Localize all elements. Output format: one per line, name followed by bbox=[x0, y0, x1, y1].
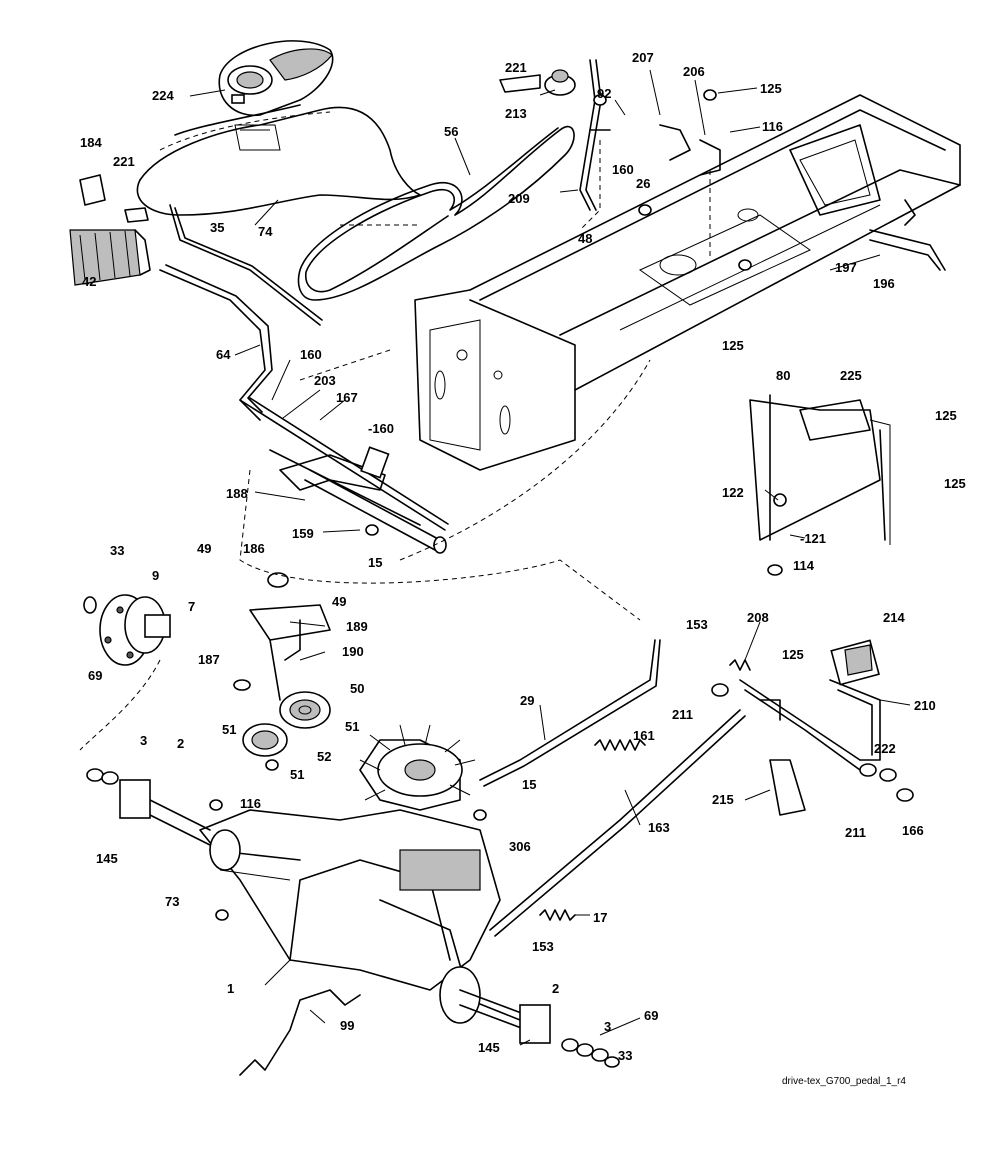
callout-207: 207 bbox=[632, 50, 654, 65]
callout-48: 48 bbox=[578, 231, 592, 246]
callout-69: 69 bbox=[644, 1008, 658, 1023]
callout-125: 125 bbox=[722, 338, 744, 353]
callout-42: 42 bbox=[82, 274, 96, 289]
callout-35: 35 bbox=[210, 220, 224, 235]
callout-187: 187 bbox=[198, 652, 220, 667]
callout-221: 221 bbox=[505, 60, 527, 75]
callout-52: 52 bbox=[317, 749, 331, 764]
callout-125: 125 bbox=[782, 647, 804, 662]
callout-2: 2 bbox=[177, 736, 184, 751]
callout-189: 189 bbox=[346, 619, 368, 634]
callout-2: 2 bbox=[552, 981, 559, 996]
callout-69: 69 bbox=[88, 668, 102, 683]
leader-lines bbox=[189, 69, 911, 1046]
callout-210: 210 bbox=[914, 698, 936, 713]
callout-153: 153 bbox=[532, 939, 554, 954]
callout-186: 186 bbox=[243, 541, 265, 556]
callout-74: 74 bbox=[258, 224, 273, 239]
diagram-caption: drive-tex_G700_pedal_1_r4 bbox=[782, 1076, 906, 1087]
callout-29: 29 bbox=[520, 693, 534, 708]
callout-163: 163 bbox=[648, 820, 670, 835]
linkage-rods bbox=[159, 59, 746, 937]
callout-161: 161 bbox=[633, 728, 655, 743]
cross-shaft bbox=[279, 446, 447, 554]
callout-50: 50 bbox=[350, 681, 364, 696]
callout-33: 33 bbox=[618, 1048, 632, 1063]
callout-211: 211 bbox=[845, 825, 866, 840]
callout-206: 206 bbox=[683, 64, 705, 79]
callout-159: 159 bbox=[292, 526, 314, 541]
springs bbox=[539, 659, 751, 921]
callout-225: 225 bbox=[840, 368, 862, 383]
callout-1: 1 bbox=[227, 981, 234, 996]
callout-213: 213 bbox=[505, 106, 527, 121]
routing-lines bbox=[79, 140, 711, 751]
callout-121: -121 bbox=[800, 531, 826, 546]
callout-184: 184 bbox=[80, 135, 102, 150]
callout-73: 73 bbox=[165, 894, 179, 909]
fender-assembly bbox=[136, 40, 421, 216]
callout-153: 153 bbox=[686, 617, 708, 632]
callout-125: 125 bbox=[760, 81, 782, 96]
callout-125: 125 bbox=[944, 476, 966, 491]
callout-209: 209 bbox=[508, 191, 530, 206]
callout-222: 222 bbox=[874, 741, 896, 756]
callout-92: 92 bbox=[597, 86, 611, 101]
callout-51: 51 bbox=[222, 722, 236, 737]
callout-99: 99 bbox=[340, 1018, 354, 1033]
callout-64: 64 bbox=[216, 347, 231, 362]
callout-51: 51 bbox=[290, 767, 304, 782]
callout-224: 224 bbox=[152, 88, 174, 103]
callout-166: 166 bbox=[902, 823, 924, 838]
callout-3: 3 bbox=[140, 733, 147, 748]
callout-122: 122 bbox=[722, 485, 744, 500]
callout-9: 9 bbox=[152, 568, 159, 583]
rear-shield bbox=[749, 394, 891, 545]
callout-49: 49 bbox=[197, 541, 211, 556]
callout-214: 214 bbox=[883, 610, 905, 625]
callout-3: 3 bbox=[604, 1019, 611, 1034]
callout-51: 51 bbox=[345, 719, 359, 734]
callout-160: 160 bbox=[300, 347, 322, 362]
chassis-frame bbox=[414, 94, 961, 471]
callout-215: 215 bbox=[712, 792, 734, 807]
wheel-hub bbox=[83, 594, 171, 666]
callout-211: 211 bbox=[672, 707, 693, 722]
callout-145: 145 bbox=[478, 1040, 500, 1055]
callout-167: 167 bbox=[336, 390, 358, 405]
callout-306: 306 bbox=[509, 839, 531, 854]
callout-116: 116 bbox=[240, 796, 261, 811]
callout-15: 15 bbox=[368, 555, 382, 570]
callout-56: 56 bbox=[444, 124, 458, 139]
callout-197: 197 bbox=[835, 260, 857, 275]
callout-145: 145 bbox=[96, 851, 118, 866]
drive-belt bbox=[297, 125, 575, 301]
callout-15: 15 bbox=[522, 777, 536, 792]
callout-17: 17 bbox=[593, 910, 607, 925]
callout-196: 196 bbox=[873, 276, 895, 291]
callout-208: 208 bbox=[747, 610, 769, 625]
callout-125: 125 bbox=[935, 408, 957, 423]
callout-80: 80 bbox=[776, 368, 790, 383]
callout-190: 190 bbox=[342, 644, 364, 659]
hardware bbox=[69, 69, 946, 1076]
callout-33: 33 bbox=[110, 543, 124, 558]
pulleys bbox=[242, 572, 331, 757]
callout-49: 49 bbox=[332, 594, 346, 609]
pedals bbox=[711, 639, 914, 816]
transaxle bbox=[119, 724, 551, 1044]
callouts: 224 221 213 56 207 206 92 125 116 160 26… bbox=[80, 50, 966, 1063]
callout-7: 7 bbox=[188, 599, 195, 614]
callout-116: 116 bbox=[762, 119, 783, 134]
callout-203: 203 bbox=[314, 373, 336, 388]
callout-160: -160 bbox=[368, 421, 394, 436]
callout-26: 26 bbox=[636, 176, 650, 191]
callout-114: 114 bbox=[793, 558, 815, 573]
callout-221: 221 bbox=[113, 154, 135, 169]
callout-188: 188 bbox=[226, 486, 248, 501]
callout-160: 160 bbox=[612, 162, 634, 177]
